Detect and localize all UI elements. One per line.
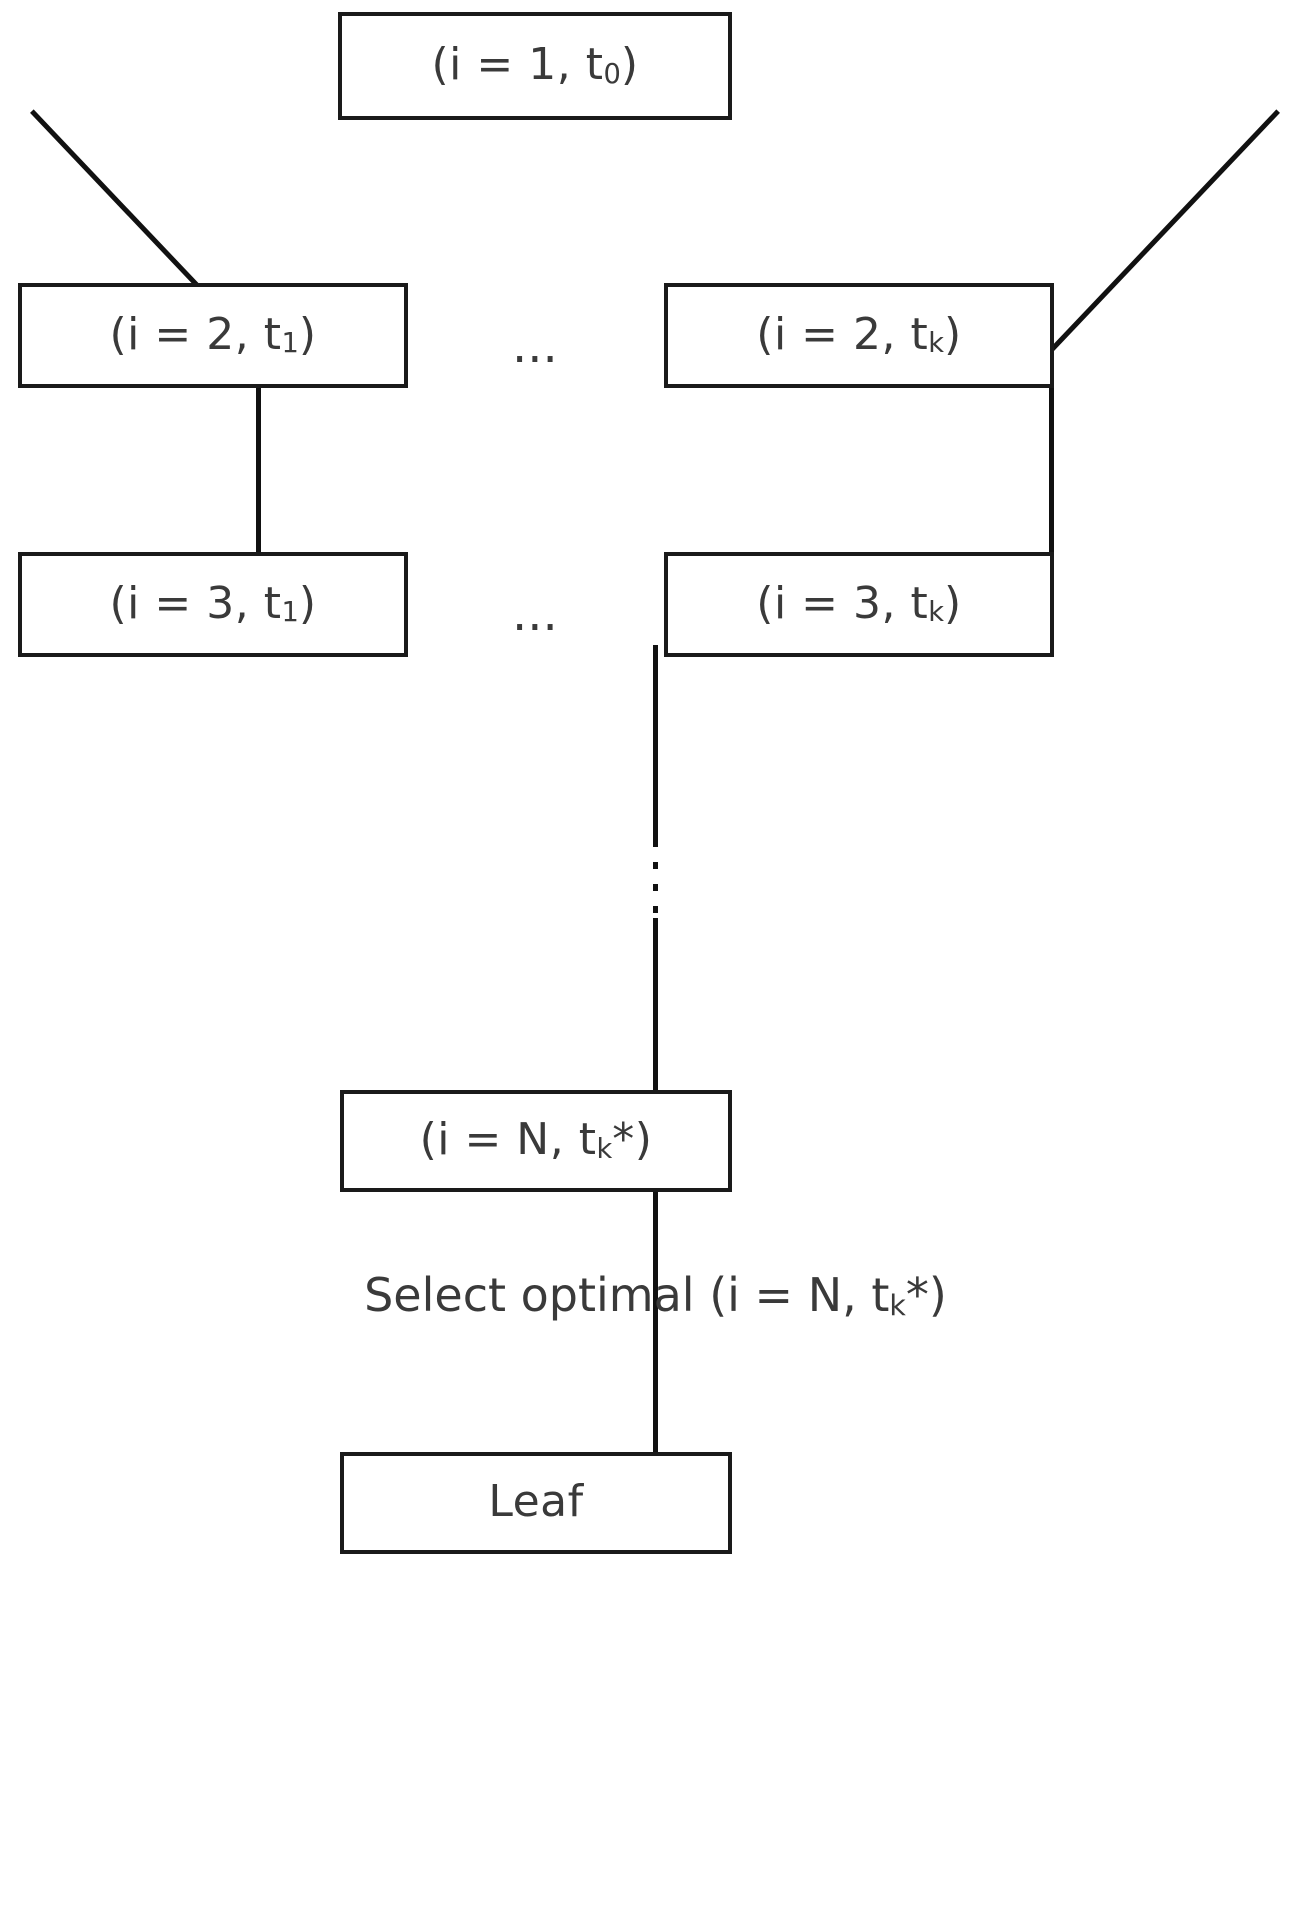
node-root[interactable]: (i = 1, t0) — [338, 12, 732, 120]
edge-level2-left-to-level3-left — [256, 388, 261, 568]
node-root-label: (i = 1, t0) — [431, 39, 639, 90]
node-level3-left-label: (i = 3, t1) — [109, 577, 317, 629]
node-level2-left[interactable]: (i = 2, t1) — [18, 283, 408, 388]
edge-level2-right-to-level3-right — [1049, 388, 1054, 568]
edge-center-vertical-dots — [653, 840, 658, 920]
node-terminal[interactable]: (i = N, tk*) — [340, 1090, 732, 1192]
edge-root-to-level2-right — [1049, 109, 1280, 353]
node-level3-right-label: (i = 3, tk) — [756, 577, 962, 629]
edge-center-continuation-lower — [653, 918, 658, 1093]
node-level2-right[interactable]: (i = 2, tk) — [664, 283, 1054, 388]
node-level3-left[interactable]: (i = 3, t1) — [18, 552, 408, 657]
node-terminal-label: (i = N, tk*) — [419, 1114, 653, 1165]
edge-center-continuation-upper — [653, 645, 658, 840]
ellipsis-level3: ... — [512, 586, 558, 642]
node-level2-left-label: (i = 2, t1) — [109, 308, 317, 360]
select-optimal-caption: Select optimal (i = N, tk*) — [0, 1272, 1311, 1320]
ellipsis-level2: ... — [512, 318, 558, 374]
select-optimal-caption-text: Select optimal (i = N, tk*) — [364, 1268, 947, 1322]
edge-terminal-to-leaf — [653, 1190, 658, 1455]
node-leaf-label: Leaf — [488, 1476, 584, 1527]
node-level3-right[interactable]: (i = 3, tk) — [664, 552, 1054, 657]
node-level2-right-label: (i = 2, tk) — [756, 308, 962, 360]
node-leaf[interactable]: Leaf — [340, 1452, 732, 1554]
